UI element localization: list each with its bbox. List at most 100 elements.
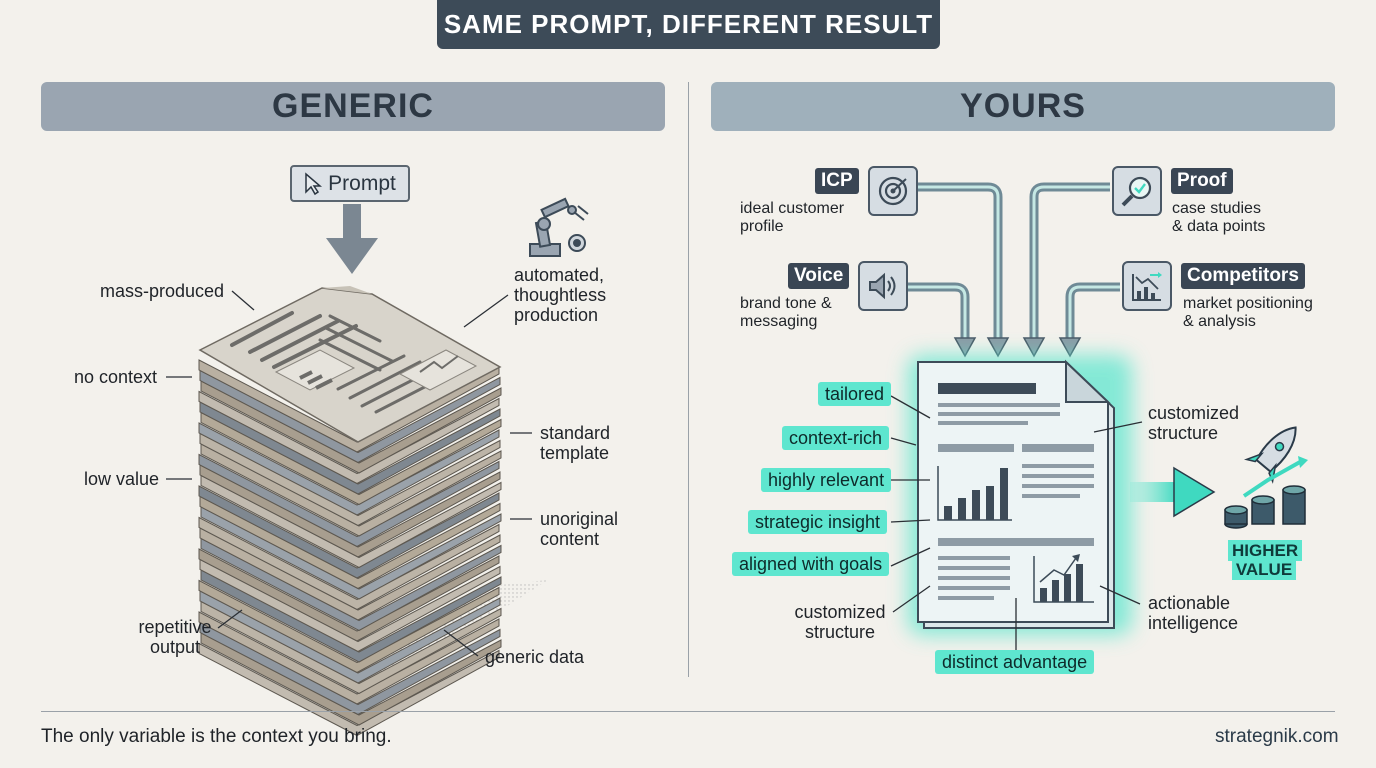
proof-desc-line2: & data points (1172, 218, 1266, 235)
icp-tag: ICP (815, 168, 859, 194)
label-standard-template: standard template (540, 423, 610, 463)
chip-strategic-insight: strategic insight (748, 510, 888, 534)
prompt-box: Prompt (290, 165, 410, 202)
top-sheet (198, 286, 502, 443)
label-customized-structure-top: customized structure (1148, 403, 1239, 443)
label-actionable-line2: intelligence (1148, 613, 1239, 633)
icp-desc-line1: ideal customer (740, 200, 845, 217)
magnifier-check-icon-box (1112, 166, 1162, 216)
yours-leader-lines (890, 395, 1143, 652)
paper-stack (198, 359, 502, 737)
label-unoriginal-line1: unoriginal (540, 509, 619, 529)
label-unoriginal-content: unoriginal content (540, 509, 618, 549)
label-customized-top-line1: customized (1148, 403, 1240, 423)
stack-layer (200, 537, 502, 632)
label-no-context: no context (74, 367, 158, 387)
stack-layer (199, 401, 501, 495)
label-repetitive-line2: output (149, 637, 201, 657)
icp-desc-line2: profile (740, 218, 784, 235)
stack-layer (200, 569, 502, 663)
trend-chart-icon (1132, 272, 1162, 301)
competitors-desc-line1: market positioning (1183, 295, 1313, 312)
label-low-value: low value (84, 469, 160, 489)
icp-description: ideal customer profile (740, 200, 857, 236)
chip-context-rich: context-rich (782, 426, 890, 450)
footer-divider (41, 711, 1335, 712)
stack-layer (199, 590, 501, 684)
stack-layer (198, 485, 500, 579)
target-icon (878, 176, 908, 206)
stack-layer (198, 516, 500, 611)
center-divider (688, 82, 689, 677)
stack-layer (198, 579, 500, 674)
stack-layer (200, 411, 502, 506)
stack-layer (200, 632, 502, 726)
label-automated-line1: automated, (514, 265, 605, 285)
label-generic-data: generic data (485, 647, 585, 667)
competitors-description: market positioning & analysis (1183, 295, 1313, 331)
stack-layer (199, 369, 501, 464)
voice-tag: Voice (788, 263, 850, 289)
label-unoriginal-line2: content (540, 529, 600, 549)
footer-site: strategnik.com (1215, 726, 1339, 747)
label-repetitive-line1: repetitive (138, 617, 212, 637)
chip-tailored: tailored (818, 382, 892, 406)
stack-layer (198, 611, 500, 705)
input-arrowheads (953, 337, 1082, 358)
input-connectors (908, 182, 1120, 343)
label-mass-produced: mass-produced (100, 281, 225, 301)
speaker-icon-box (858, 261, 908, 311)
speaker-icon (869, 272, 896, 300)
stack-layer (200, 600, 502, 695)
proof-description: case studies & data points (1172, 200, 1265, 236)
stack-layer (200, 506, 502, 600)
chip-aligned-with-goals: aligned with goals (732, 552, 890, 576)
label-repetitive-output: repetitive output (130, 617, 220, 657)
stack-layer (198, 422, 500, 516)
competitors-desc-line2: & analysis (1183, 313, 1256, 330)
proof-tag: Proof (1171, 168, 1233, 194)
target-icon-box (868, 166, 918, 216)
stack-layer (199, 495, 501, 590)
stack-layer (199, 432, 501, 527)
stack-layer (199, 527, 501, 621)
voice-desc-line1: brand tone & (740, 295, 832, 312)
stack-layer (200, 474, 502, 569)
label-customized-bottom-line2: structure (804, 622, 876, 642)
voice-description: brand tone & messaging (740, 295, 846, 331)
stack-layer (200, 443, 502, 537)
stack-layer (199, 464, 501, 558)
cursor-icon (305, 171, 323, 195)
label-automated: automated, thoughtless production (514, 265, 606, 325)
stack-layer (198, 453, 500, 548)
yours-heading: YOURS (711, 82, 1335, 131)
chip-highly-relevant: highly relevant (761, 468, 892, 492)
main-title: SAME PROMPT, DIFFERENT RESULT (437, 0, 940, 49)
prompt-down-arrow (326, 204, 378, 274)
stack-layer (198, 642, 500, 737)
label-customized-top-line2: structure (1148, 423, 1219, 443)
stack-layer (199, 558, 501, 653)
voice-desc-line2: messaging (740, 313, 818, 330)
label-automated-line3: production (514, 305, 599, 325)
stack-layer (198, 390, 500, 485)
generic-heading: GENERIC (41, 82, 665, 131)
label-actionable-intelligence: actionable intelligence (1148, 593, 1238, 633)
label-customized-bottom-line1: customized (794, 602, 886, 622)
value-arrow (1130, 466, 1216, 518)
stack-layer (199, 621, 501, 716)
rocket-coins-icon (1224, 426, 1308, 529)
tailored-document (917, 359, 1115, 629)
competitors-tag: Competitors (1181, 263, 1305, 289)
chip-distinct-advantage: distinct advantage (935, 650, 1095, 674)
higher-value-label: HIGHER VALUE (1228, 540, 1303, 580)
label-standard-line2: template (540, 443, 610, 463)
proof-desc-line1: case studies (1172, 200, 1261, 217)
higher-value-line1: HIGHER (1228, 540, 1303, 561)
label-standard-line1: standard (540, 423, 611, 443)
label-customized-structure-bottom: customized structure (785, 602, 895, 642)
